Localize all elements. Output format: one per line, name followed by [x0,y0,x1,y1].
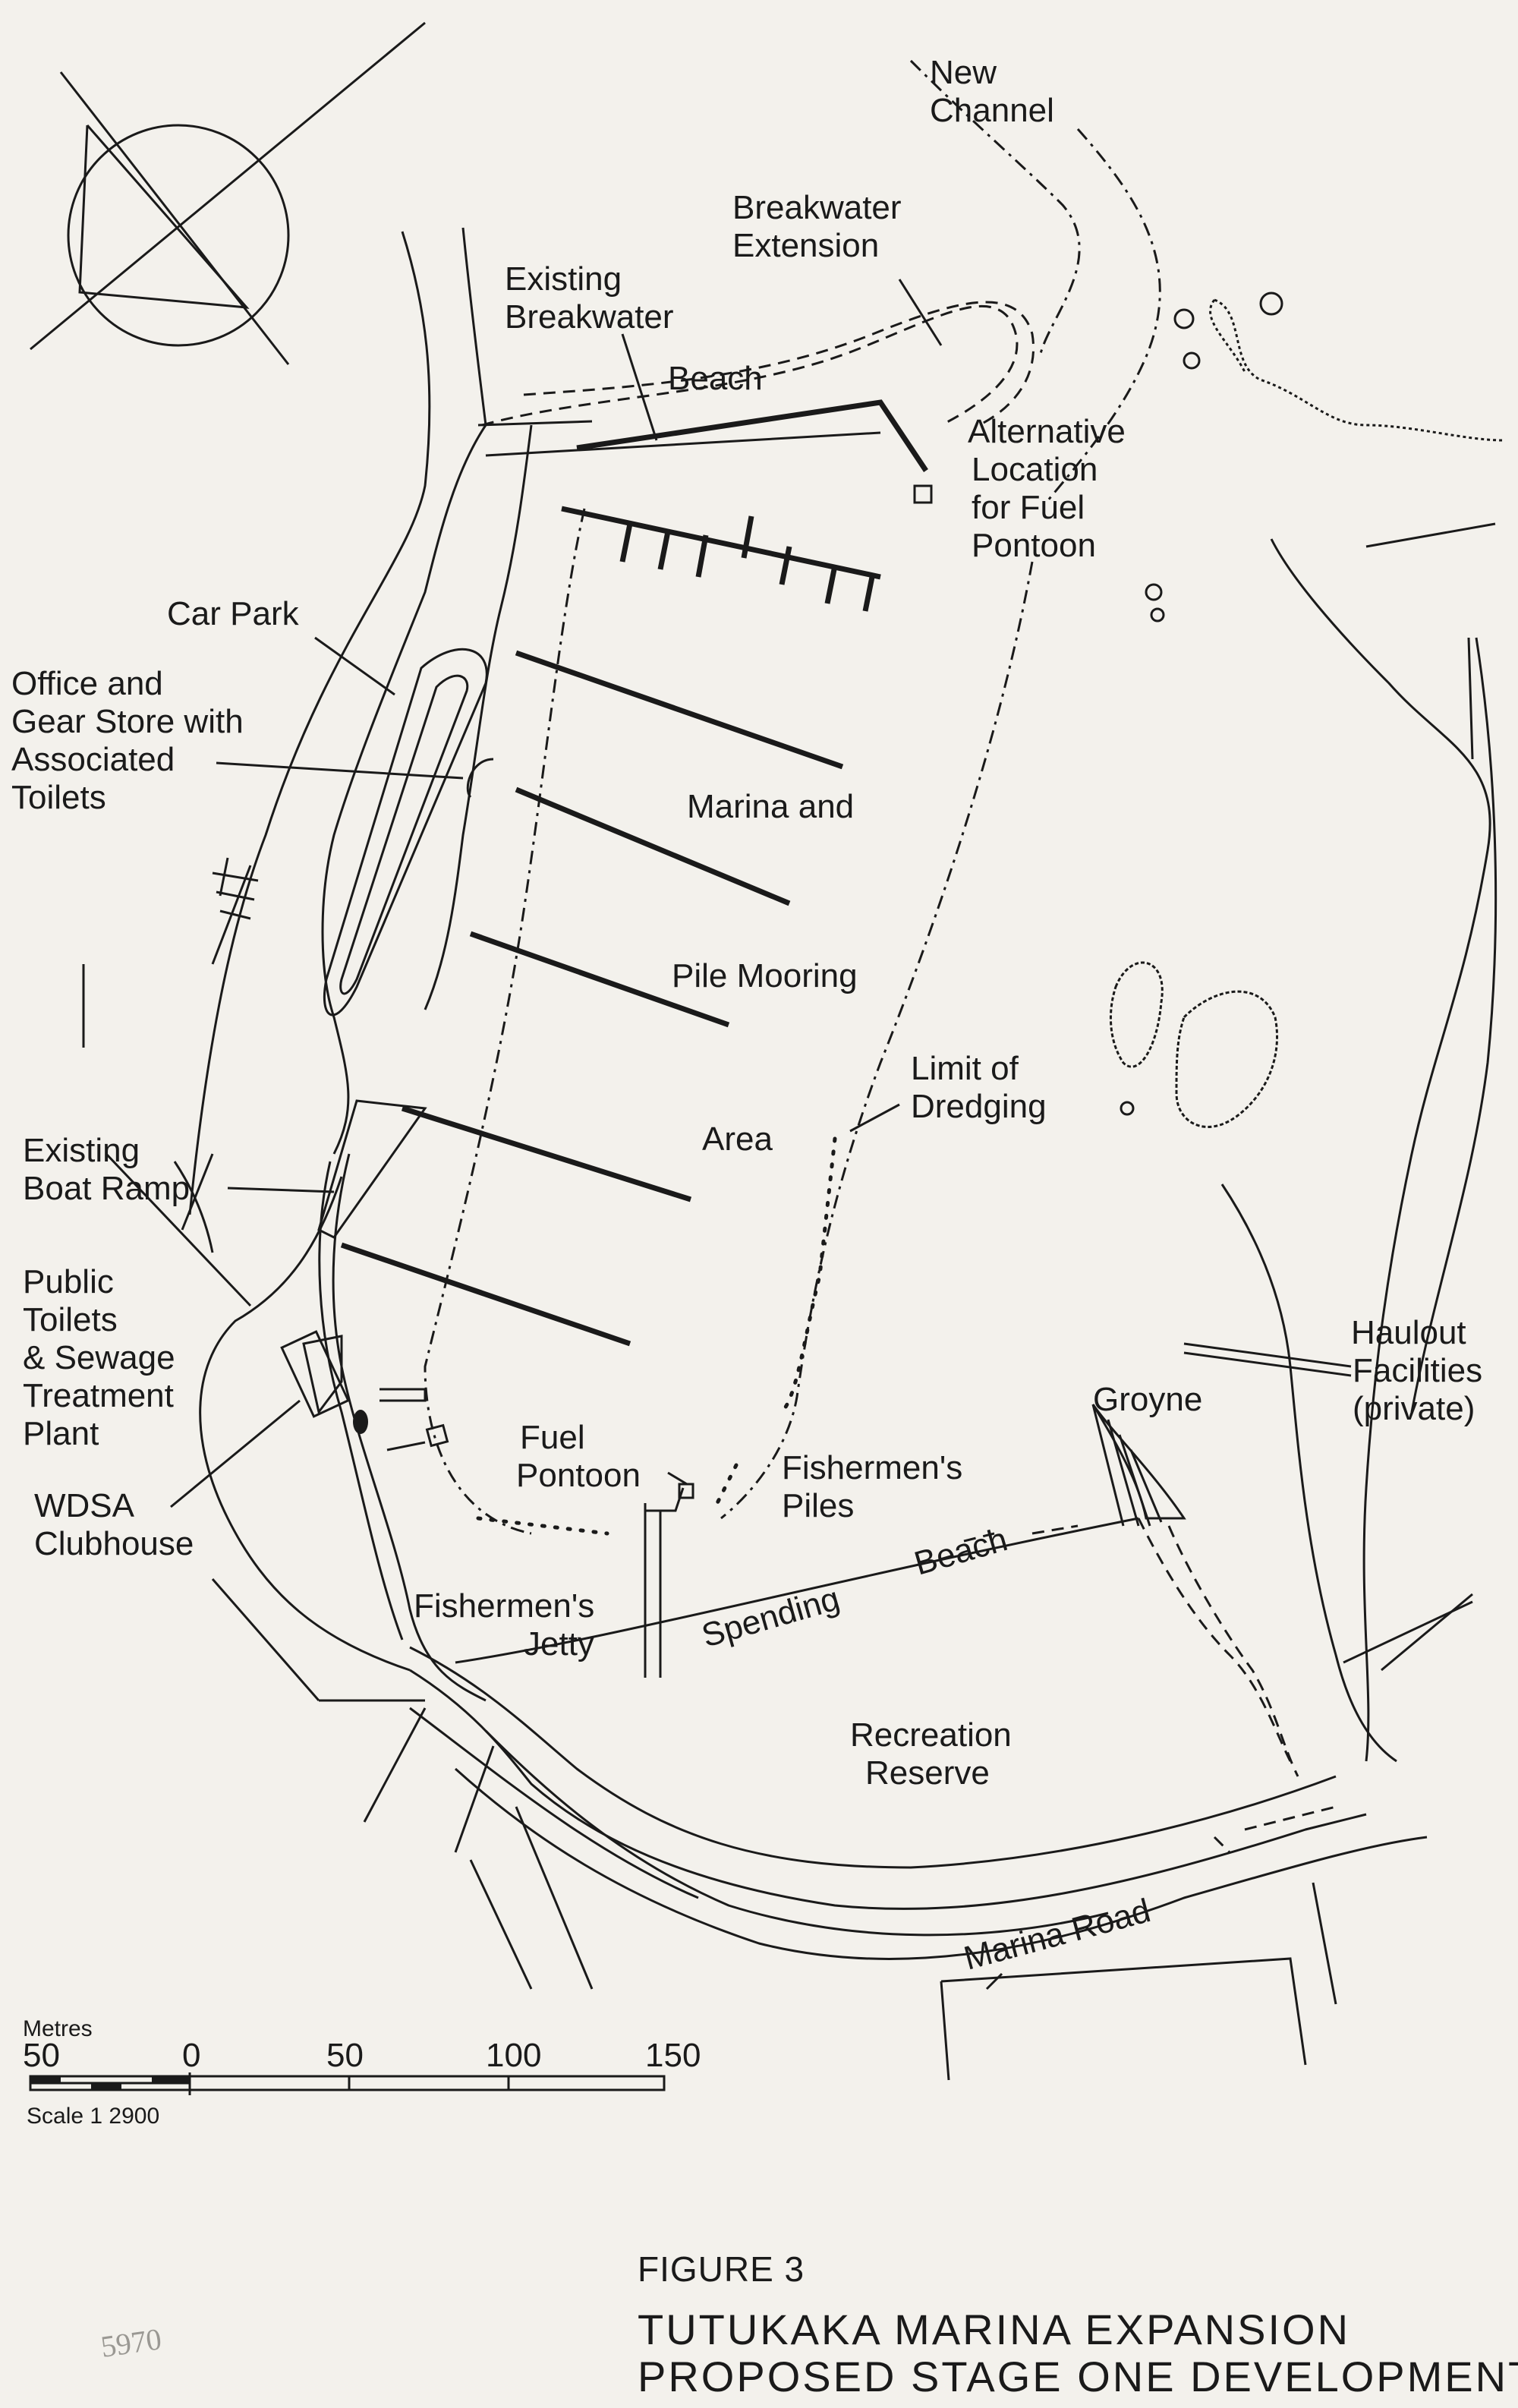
label-groyne: Groyne [1093,1381,1202,1418]
dredging-limit-line [424,508,1034,1536]
scale-tick-50-left: 50 [23,2037,60,2074]
north-arrow-symbol [30,21,426,365]
scale-tick-0: 0 [182,2037,200,2074]
label-beach: Beach [668,360,763,397]
haulout-slipway [1183,1342,1352,1377]
figure-number: FIGURE 3 [638,2249,805,2289]
label-car-park: Car Park [167,595,300,632]
figure-caption: FIGURE 3 TUTUKAKA MARINA EXPANSION PROPO… [638,2249,1518,2400]
figure-title-line1: TUTUKAKA MARINA EXPANSION [638,2306,1350,2353]
label-leader-lines [170,279,943,1508]
scale-tick-150: 150 [645,2037,701,2074]
handwritten-note: 5970 [99,2321,163,2364]
western-shore-and-car-park [82,227,533,1702]
label-spending: Spending [698,1580,843,1654]
figure-title-line2: PROPOSED STAGE ONE DEVELOPMENT [638,2353,1518,2400]
scale-tick-50: 50 [326,2037,364,2074]
scale-bar: Metres 50 0 50 100 150 Scale 1 2900 [23,2016,701,2129]
scale-unit: Metres [23,2016,93,2041]
scale-tick-100: 100 [486,2037,541,2074]
breakwater-and-channel [477,59,1161,504]
label-spending-beach: Beach [910,1521,1011,1582]
beach-reserve-and-roads [211,1404,1473,2081]
eastern-coastline [1110,292,1504,1763]
marina-pile-moorings [340,506,881,1347]
scale-ratio: Scale 1 2900 [27,2104,159,2129]
